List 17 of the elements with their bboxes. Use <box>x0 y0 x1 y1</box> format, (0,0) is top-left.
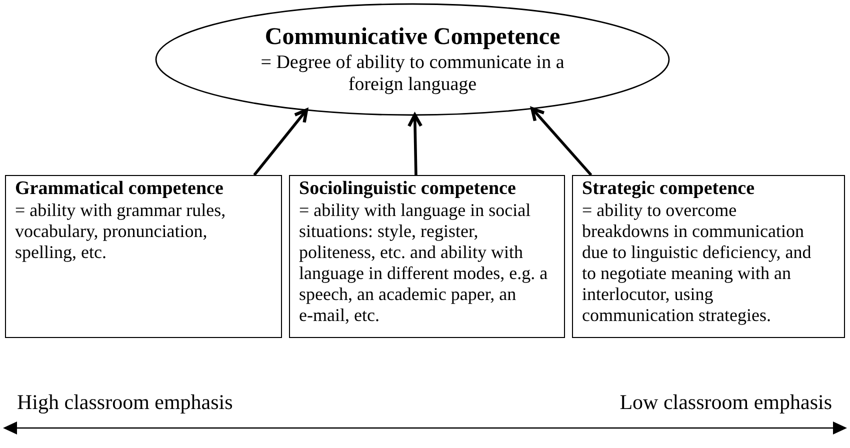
box-node <box>5 175 282 338</box>
node-title: Grammatical competence <box>15 177 224 200</box>
arrow <box>253 108 308 176</box>
box-node <box>289 175 565 338</box>
node-title: Sociolinguistic competence <box>299 177 517 200</box>
arrow <box>407 113 423 176</box>
node-text: = ability to overcome breakdowns in communication due to linguistic deficiency, and to negotiate meaning with an interlocutor, using communication strategies. <box>582 200 812 326</box>
node-text: = ability with grammar rules, vocabulary, pronunciation, spelling, etc. <box>15 200 227 263</box>
box-node <box>572 175 845 338</box>
scale-label: Low classroom emphasis <box>620 390 832 414</box>
node-title: Communicative Competence <box>264 23 560 52</box>
node-text: = ability with language in social situations: style, register, politeness, etc. and ability with language in different modes, e.g. a speech, an academic paper, an e-mail, etc. <box>299 200 549 326</box>
arrow <box>530 107 592 176</box>
scale-label: High classroom emphasis <box>17 390 233 414</box>
node-text: = Degree of ability to communicate in a foreign language <box>260 52 564 96</box>
node-title: Strategic competence <box>582 177 756 200</box>
ellipse-node <box>155 3 670 116</box>
